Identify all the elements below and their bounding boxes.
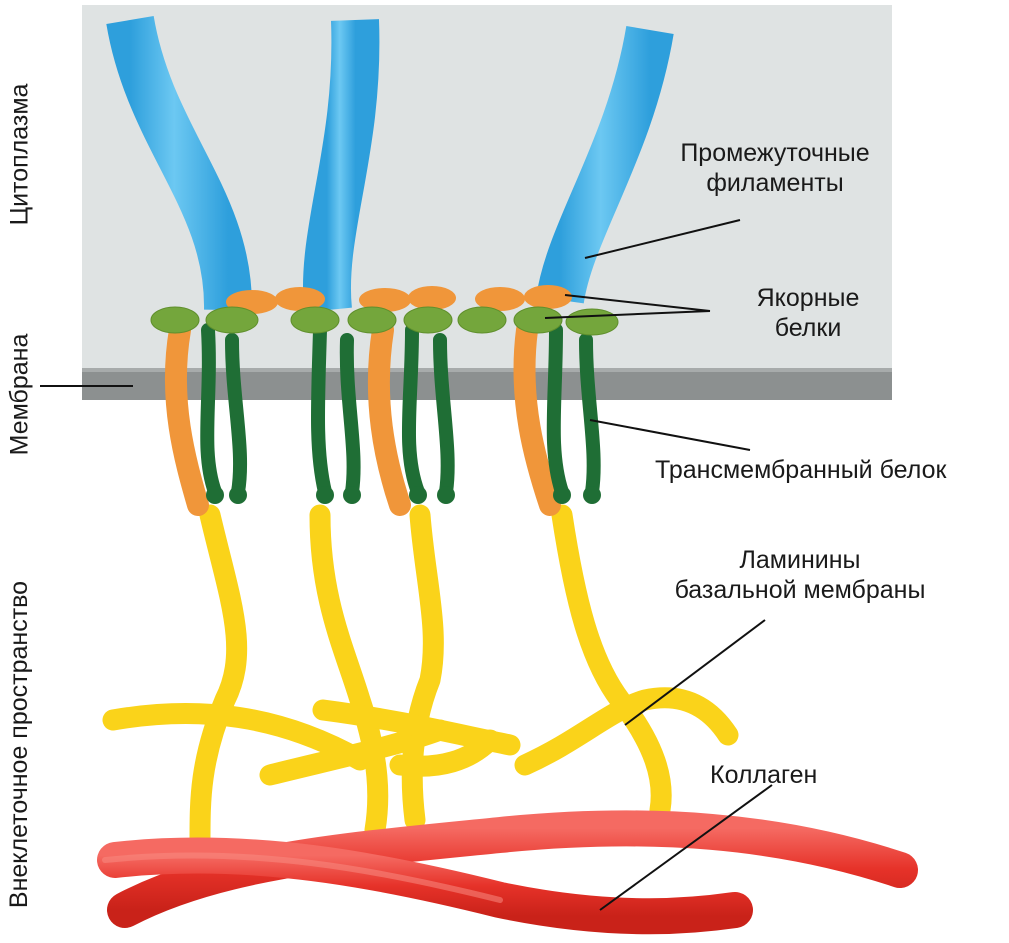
side-label-cytoplasm: Цитоплазма xyxy=(6,75,35,235)
label-collagen: Коллаген xyxy=(710,760,817,790)
anchor-proteins-green xyxy=(151,307,618,335)
collagen-fibers xyxy=(105,828,900,916)
label-anchor-proteins: Якорные белки xyxy=(718,283,898,343)
leader-transmembrane xyxy=(590,420,750,450)
filament-2 xyxy=(327,20,355,310)
label-laminins: Ламинины базальной мембраны xyxy=(660,545,940,605)
label-transmembrane-protein: Трансмембранный белок xyxy=(655,455,946,485)
side-label-membrane: Мембрана xyxy=(6,320,35,470)
transmembrane-unit-1 xyxy=(176,330,247,505)
label-intermediate-filaments: Промежуточные филаменты xyxy=(650,138,900,198)
transmembrane-unit-3 xyxy=(379,330,455,505)
side-label-extracellular: Внеклеточное пространство xyxy=(5,552,34,937)
laminins xyxy=(113,515,728,840)
